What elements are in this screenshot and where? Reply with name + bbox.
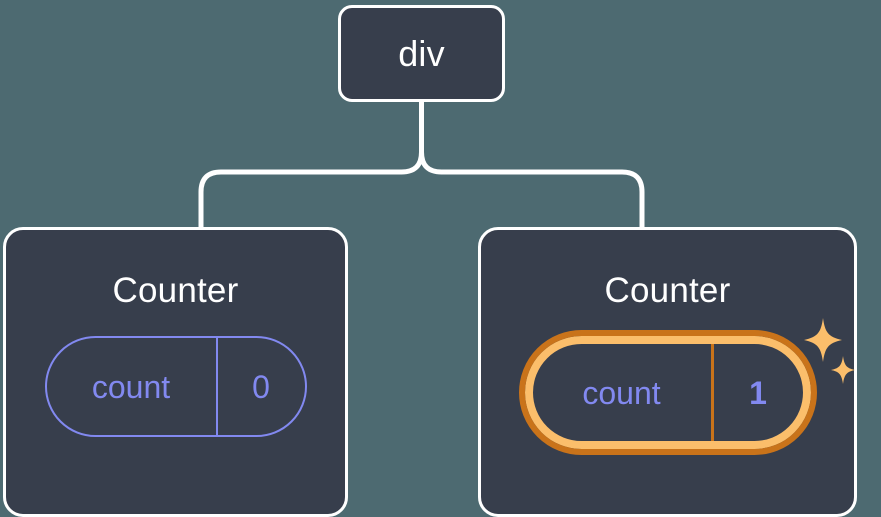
state-value-cell: 0 (218, 338, 305, 435)
state-pill-wrapper: count 1 (481, 318, 855, 455)
edge-to-left-child (198, 149, 424, 230)
state-pill-wrapper: count 0 (6, 336, 345, 437)
edge-to-right-child (419, 149, 645, 230)
state-pill-highlighted[interactable]: count 1 (518, 318, 855, 455)
node-root-div[interactable]: div (338, 5, 505, 102)
state-key-cell: count (47, 338, 218, 435)
state-key-label: count (91, 368, 171, 405)
state-key-label: count (582, 374, 661, 411)
state-key-cell: count (533, 344, 714, 441)
state-pill[interactable]: count 0 (44, 336, 307, 437)
state-value-label: 1 (749, 374, 767, 411)
diagram-canvas: div Counter count 0 Counter count (3, 5, 857, 517)
node-title: Counter (112, 271, 239, 310)
state-value-label: 0 (252, 368, 270, 405)
node-counter-right[interactable]: Counter count 1 (478, 227, 857, 517)
state-value-cell: 1 (714, 344, 803, 441)
node-root-label: div (398, 32, 445, 74)
sparkle-icon (803, 318, 855, 384)
node-title: Counter (604, 271, 731, 310)
node-counter-left[interactable]: Counter count 0 (3, 227, 348, 517)
